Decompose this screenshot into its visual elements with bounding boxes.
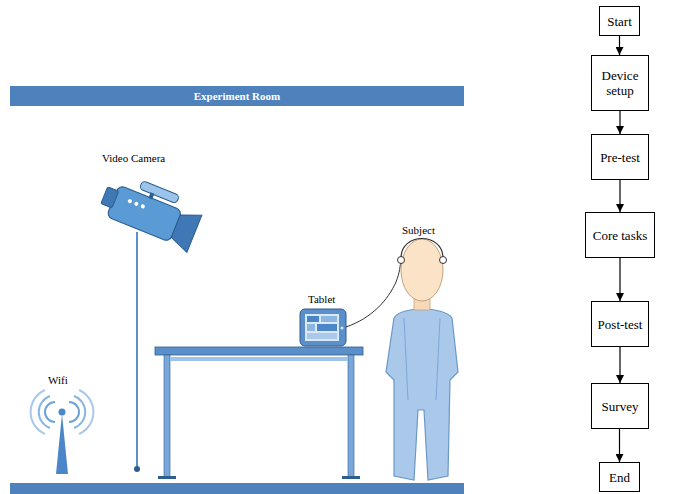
camera-mic-mount <box>148 192 154 199</box>
terminal-box: End <box>599 462 640 492</box>
camera-button <box>127 199 132 204</box>
wifi-antenna <box>59 409 66 416</box>
camera-lens <box>168 208 202 253</box>
tablet-tile <box>307 333 337 339</box>
tablet-symbol <box>300 309 346 346</box>
earphone-wire <box>346 260 401 327</box>
table-rail <box>170 357 348 361</box>
tablet-tile <box>317 324 337 331</box>
node-text: End <box>609 470 630 485</box>
flow-arrow <box>619 180 620 212</box>
subject-body <box>386 309 458 480</box>
wifi-wave <box>74 396 85 428</box>
table-foot <box>158 476 176 479</box>
wifi-symbol <box>31 390 94 474</box>
flow-arrow <box>619 111 620 134</box>
wifi-wave <box>31 390 45 434</box>
node-text: Survey <box>602 399 639 414</box>
table-foot <box>342 476 360 479</box>
table-symbol <box>155 347 363 479</box>
wifi-wave <box>39 396 50 428</box>
flow-arrow <box>619 258 620 301</box>
flow-arrow <box>619 347 620 383</box>
node-text: Start <box>607 14 632 29</box>
camera-pole <box>136 232 138 468</box>
wifi-wave <box>79 390 93 434</box>
node-text: Device setup <box>594 68 646 98</box>
flow-arrow <box>619 36 620 55</box>
node-text: Pre-test <box>600 150 640 165</box>
earphone <box>398 257 405 264</box>
tablet-tile <box>307 324 315 331</box>
tablet-tile <box>321 316 337 322</box>
process-box: Post-test <box>591 301 649 347</box>
table-leg <box>348 355 354 477</box>
camera-button <box>134 201 139 206</box>
terminal-box: Start <box>599 6 640 36</box>
part-label: Wifi <box>48 374 68 386</box>
part-label: Tablet <box>308 293 335 305</box>
wifi-wave <box>69 402 79 422</box>
camera-pole-foot <box>134 466 140 472</box>
wifi-wave <box>45 402 55 422</box>
table-top <box>155 347 363 355</box>
subject-figure <box>386 239 458 481</box>
process-box: Survey <box>591 383 649 429</box>
earphone <box>440 257 447 264</box>
tablet-body <box>300 309 346 346</box>
node-text: Post-test <box>598 317 643 332</box>
table-leg <box>164 355 170 477</box>
part-label: Subject <box>402 224 435 236</box>
tablet-button <box>341 327 344 330</box>
video-camera-symbol <box>96 169 206 472</box>
room-title-band: Experiment Room <box>10 86 464 106</box>
flow-arrow <box>619 429 620 462</box>
headphone-band <box>401 239 443 259</box>
tablet-screen <box>305 314 339 341</box>
camera-button <box>140 204 145 209</box>
camera-microphone <box>139 180 179 203</box>
wifi-tower <box>56 414 68 474</box>
process-box: Device setup <box>591 55 649 111</box>
process-box: Core tasks <box>585 212 655 258</box>
node-text: Experiment Room <box>194 90 280 102</box>
tablet-tile <box>307 316 319 322</box>
subject-head <box>401 239 443 301</box>
node-text: Core tasks <box>593 228 648 243</box>
subject-arm-line <box>404 318 440 400</box>
camera-body-group <box>96 169 206 252</box>
floor-band <box>10 483 464 494</box>
camera-viewfinder <box>101 187 119 208</box>
process-box: Pre-test <box>591 134 649 180</box>
part-label: Video Camera <box>102 152 165 164</box>
